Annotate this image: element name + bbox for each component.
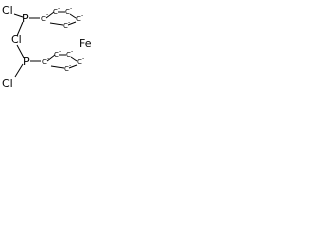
- atom-cl-top: Cl: [2, 4, 13, 17]
- ring-top-bond-1: [45, 11, 55, 19]
- charge-top-1: -: [46, 11, 48, 18]
- carbon-bottom-1: C: [42, 58, 47, 66]
- charge-bottom-2: -: [59, 48, 61, 55]
- atom-cl-bottom: Cl: [2, 77, 13, 90]
- carbon-bottom-5: C: [64, 65, 69, 73]
- bond-cl-mid-p-bottom: [16, 44, 25, 59]
- ring-bottom-bond-5: [50, 65, 65, 69]
- atom-fe: Fe: [79, 37, 92, 50]
- carbon-top-3: C: [65, 8, 70, 16]
- structure-diagram: Cl P Cl Fe P Cl C - C - C - C - C - C - …: [2, 4, 92, 90]
- ring-bottom-bond-3: [70, 56, 78, 62]
- carbon-top-2: C: [53, 8, 58, 16]
- carbon-bottom-2: C: [54, 51, 59, 59]
- charge-bottom-3: -: [71, 48, 73, 55]
- bond-cl-p-top: [13, 13, 24, 18]
- ring-top-bond-3: [69, 13, 77, 19]
- atom-cl-mid: Cl: [11, 33, 22, 46]
- carbon-top-5: C: [63, 22, 68, 30]
- charge-bottom-4: -: [82, 55, 84, 62]
- charge-top-3: -: [70, 5, 72, 12]
- carbon-top-4: C: [76, 15, 81, 23]
- bond-p-cl-bottom: [14, 63, 24, 78]
- charge-bottom-1: -: [47, 55, 49, 62]
- atom-p-bottom: P: [23, 55, 30, 68]
- carbon-bottom-4: C: [77, 58, 82, 66]
- charge-top-2: -: [58, 5, 60, 12]
- atom-p-top: P: [22, 12, 29, 25]
- bond-p-cl-mid-top: [16, 21, 24, 37]
- carbon-bottom-3: C: [66, 51, 71, 59]
- ring-bottom-bond-1: [46, 54, 56, 62]
- charge-top-5: -: [68, 19, 70, 26]
- carbon-top-1: C: [41, 15, 46, 23]
- ring-bottom-bond-4: [68, 64, 78, 69]
- charge-bottom-5: -: [69, 62, 71, 69]
- charge-top-4: -: [81, 12, 83, 19]
- ring-top-bond-5: [49, 22, 64, 26]
- ring-top-bond-4: [67, 21, 77, 26]
